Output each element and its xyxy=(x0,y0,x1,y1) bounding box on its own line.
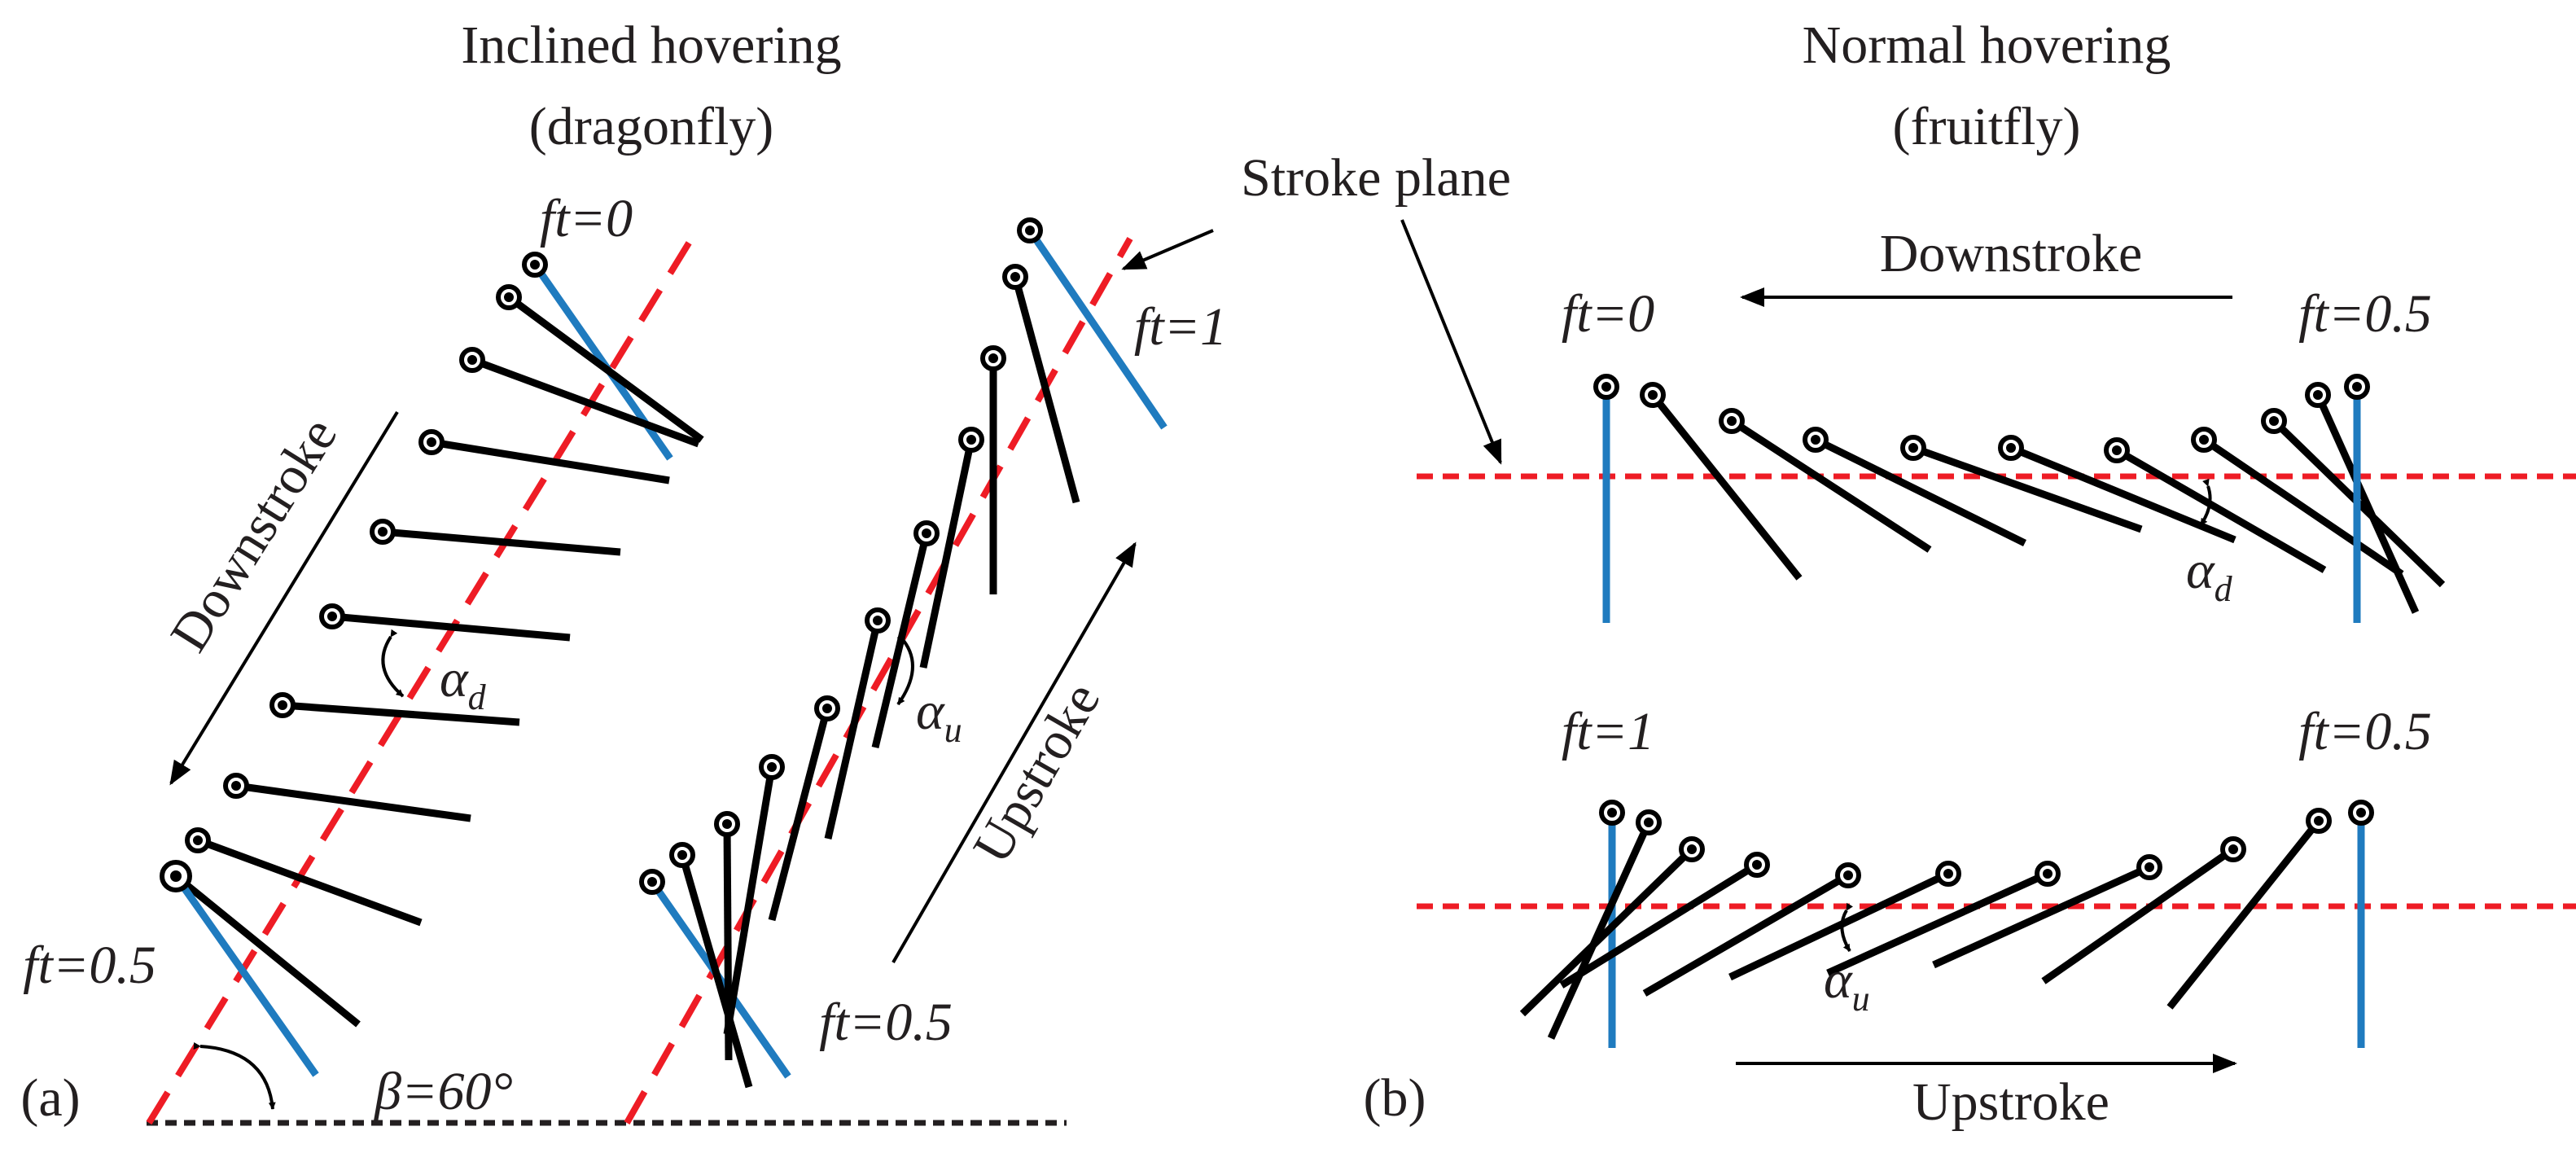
bottom-row-leading-edge-markers xyxy=(1599,800,2374,888)
label-ft0: ft=0 xyxy=(540,189,633,248)
panel-b-tag: (b) xyxy=(1364,1068,1426,1128)
label-ft05-left: ft=0.5 xyxy=(23,936,156,995)
panel-a-title-line2: (dragonfly) xyxy=(529,97,774,156)
label-top-ft05: ft=0.5 xyxy=(2298,284,2432,344)
alpha-u-label: αu xyxy=(916,682,962,750)
alpha-d-label: αd xyxy=(440,649,487,717)
stroke-plane-pointer-b xyxy=(1400,219,1502,465)
wing-chord-ft05-left xyxy=(173,874,319,1077)
panel-b-title-line1: Normal hovering xyxy=(1803,15,2171,75)
panel-b-title-line2: (fruitfly) xyxy=(1893,97,2081,156)
wing-chord-ft1 xyxy=(1027,228,1168,430)
upstroke-label-b: Upstroke xyxy=(1912,1072,2109,1132)
beta-label: β=60° xyxy=(373,1062,513,1121)
alpha-d-label-b: αd xyxy=(2186,541,2233,609)
downstroke-leading-edge-markers xyxy=(160,252,548,892)
label-top-ft0: ft=0 xyxy=(1562,284,1654,344)
top-row-leading-edge-markers xyxy=(1593,374,2370,463)
downstroke-wing-sections xyxy=(173,262,704,1077)
alpha-u-angle-arc xyxy=(896,633,914,706)
panel-a: Inclined hovering (dragonfly) xyxy=(20,15,1227,1128)
label-bottom-ft05: ft=0.5 xyxy=(2298,702,2432,761)
stroke-plane-downstroke xyxy=(146,235,695,1125)
upstroke-wing-sections xyxy=(649,228,1168,1089)
bottom-row-wing-sections xyxy=(1519,813,2365,1048)
label-ft1: ft=1 xyxy=(1134,297,1227,357)
panel-a-title-line1: Inclined hovering xyxy=(461,15,841,75)
panel-b: Normal hovering (fruitfly) xyxy=(1364,15,2576,1132)
label-ft05-mid: ft=0.5 xyxy=(819,993,953,1052)
downstroke-label: Downstroke xyxy=(159,407,348,661)
alpha-d-angle-arc-b xyxy=(2199,478,2212,527)
downstroke-label-b: Downstroke xyxy=(1880,224,2143,283)
downstroke-arrow xyxy=(169,410,399,786)
panel-a-tag: (a) xyxy=(20,1068,80,1128)
label-bottom-ft1: ft=1 xyxy=(1562,702,1654,761)
upstroke-arrow xyxy=(892,541,1137,964)
alpha-u-label-b: αu xyxy=(1824,950,1870,1019)
upstroke-leading-edge-markers xyxy=(639,217,1043,895)
stroke-plane-label: Stroke plane xyxy=(1241,148,1511,208)
top-row-wing-sections xyxy=(1602,387,2446,623)
alpha-u-angle-arc-b xyxy=(1840,902,1853,953)
stroke-plane-annotation: Stroke plane xyxy=(1121,148,1511,465)
upstroke-label: Upstroke xyxy=(962,673,1111,873)
alpha-d-angle-arc xyxy=(381,629,405,698)
stroke-plane-pointer-a xyxy=(1121,229,1214,270)
beta-angle-arc xyxy=(193,1042,276,1110)
